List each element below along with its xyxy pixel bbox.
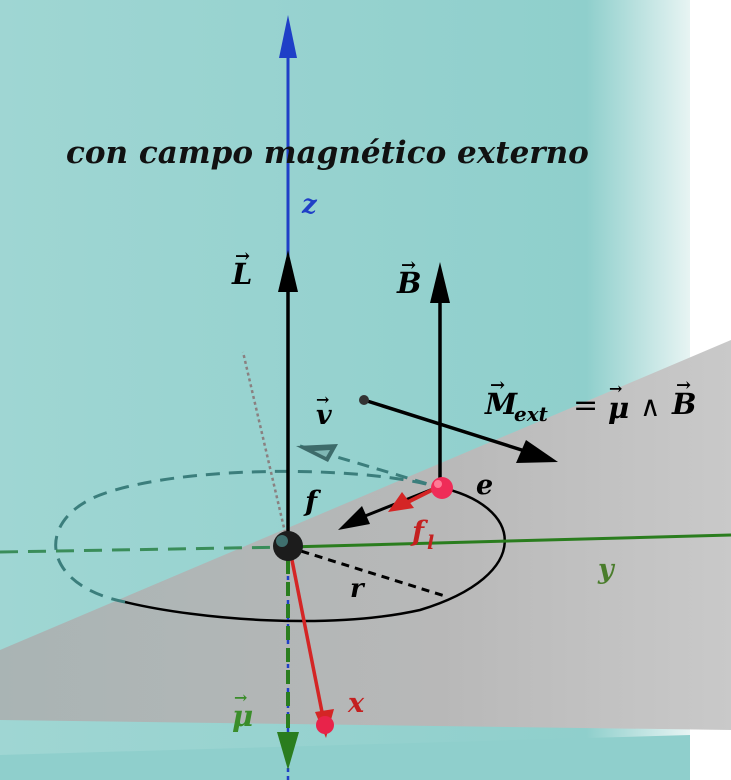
x-axis <box>288 549 324 713</box>
v-label: v <box>316 400 332 431</box>
M-ext-mu: μ <box>608 391 629 425</box>
y-axis-back <box>0 545 289 554</box>
x-axis-label: x <box>347 688 365 719</box>
L-label: L <box>231 257 252 291</box>
orbit-back <box>54 469 439 604</box>
M-ext-subscript: ext <box>514 402 549 426</box>
electron-highlight <box>434 480 442 488</box>
M-ext-origin <box>359 395 369 405</box>
nucleus-shade <box>276 535 288 547</box>
B-label: B <box>396 266 422 300</box>
z-axis-label: z <box>301 190 318 220</box>
B-vector-mark: → <box>401 255 416 276</box>
v-arrowhead-inner <box>314 450 330 457</box>
r-label: r <box>350 574 366 604</box>
v-arrowhead <box>296 444 338 462</box>
f-arrowhead <box>338 506 370 530</box>
lower-plane-strip <box>0 735 690 780</box>
B-arrowhead <box>430 262 450 303</box>
y-axis-label: y <box>597 554 616 585</box>
mu-vector-mark: → <box>234 688 247 707</box>
e-label: e <box>476 470 493 501</box>
horizontal-plane <box>0 340 731 730</box>
L-arrowhead <box>278 250 298 292</box>
electron-e <box>431 477 453 499</box>
M-ext-vector <box>363 398 529 454</box>
y-axis <box>287 533 731 549</box>
M-ext-equals: = <box>573 388 598 423</box>
orbit-front <box>124 485 506 623</box>
M-ext-label: M <box>484 387 518 421</box>
mu-arrowhead <box>277 732 299 770</box>
z-axis-arrowhead <box>279 15 297 58</box>
v-vector-mark: → <box>316 390 329 409</box>
M-ext-mu-mark: → <box>609 379 622 398</box>
M-ext-B-mark: → <box>676 375 691 396</box>
M-ext-B: B <box>671 387 697 421</box>
fl-subscript: l <box>427 532 434 554</box>
diagram-title: con campo magnético externo <box>66 135 589 171</box>
M-ext-vector-mark: → <box>490 375 505 396</box>
M-ext-wedge: ∧ <box>640 390 661 423</box>
x-axis-tip <box>316 716 334 734</box>
mu-label: μ <box>232 699 253 733</box>
fl-arrowhead <box>388 492 414 512</box>
M-ext-arrowhead <box>516 440 558 463</box>
nucleus <box>273 531 303 561</box>
L-vector-mark: → <box>235 246 250 267</box>
